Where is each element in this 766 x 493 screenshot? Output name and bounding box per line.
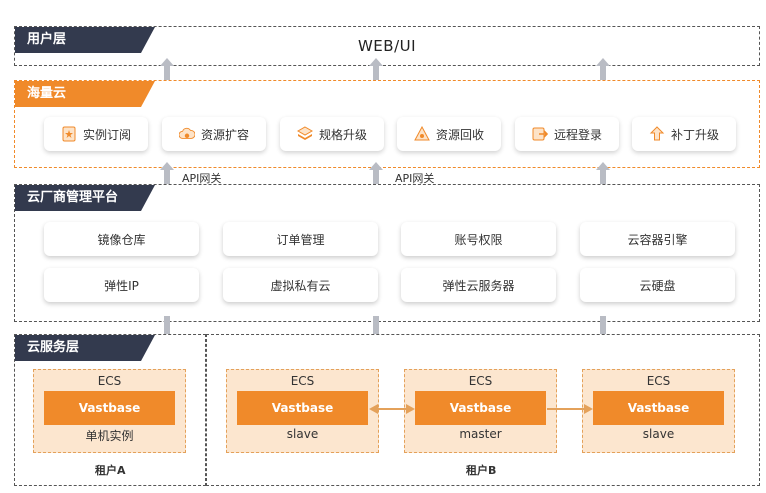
vastbase-instance[interactable]: Vastbase xyxy=(44,391,175,425)
cloud-item-patch-upgrade[interactable]: 补丁升级 xyxy=(632,117,736,151)
instance-role: slave xyxy=(286,427,319,441)
subscription-icon xyxy=(61,126,77,142)
platform-service-ecs[interactable]: 弹性云服务器 xyxy=(401,268,556,302)
ecs-box-tenant-b-master: ECS Vastbase master xyxy=(404,369,557,453)
platform-service-container-engine[interactable]: 云容器引擎 xyxy=(580,222,735,256)
cloud-item-subscription[interactable]: 实例订阅 xyxy=(44,117,148,151)
cloud-item-label: 资源回收 xyxy=(435,127,484,142)
ecs-title: ECS xyxy=(468,374,493,388)
vastbase-instance[interactable]: Vastbase xyxy=(237,391,368,425)
web-ui-label: WEB/UI xyxy=(357,37,417,55)
tenant-b-label: 租户B xyxy=(466,464,497,477)
instance-role: slave xyxy=(642,427,675,441)
cloud-item-label: 资源扩容 xyxy=(200,127,249,142)
user-layer-tag: 用户层 xyxy=(15,27,155,53)
api-gateway-label: API网关 xyxy=(182,172,222,185)
platform-layer-tag: 云厂商管理平台 xyxy=(15,185,155,211)
ecs-title: ECS xyxy=(646,374,671,388)
ecs-box-tenant-b-slave-1: ECS Vastbase slave xyxy=(226,369,379,453)
instance-role: 单机实例 xyxy=(85,429,134,443)
vastbase-instance[interactable]: Vastbase xyxy=(593,391,724,425)
platform-service-image-repo[interactable]: 镜像仓库 xyxy=(44,222,199,256)
cloud-item-label: 远程登录 xyxy=(553,127,602,142)
platform-service-vpc[interactable]: 虚拟私有云 xyxy=(223,268,378,302)
replication-arrow-icon xyxy=(547,404,593,414)
replication-arrow-icon xyxy=(369,404,415,414)
platform-service-account-permission[interactable]: 账号权限 xyxy=(401,222,556,256)
tenant-a-label: 租户A xyxy=(95,464,126,477)
cloud-item-expand[interactable]: 资源扩容 xyxy=(162,117,266,151)
cloud-item-recycle[interactable]: 资源回收 xyxy=(397,117,501,151)
spec-upgrade-icon xyxy=(296,126,313,142)
ecs-box-tenant-b-slave-2: ECS Vastbase slave xyxy=(582,369,735,453)
instance-role: master xyxy=(459,427,502,441)
cloud-layer-tag: 海量云 xyxy=(15,81,155,107)
platform-service-order-mgmt[interactable]: 订单管理 xyxy=(223,222,378,256)
cloud-item-spec-upgrade[interactable]: 规格升级 xyxy=(280,117,384,151)
ecs-title: ECS xyxy=(290,374,315,388)
remote-login-icon xyxy=(532,126,548,142)
recycle-icon xyxy=(414,126,430,142)
cloud-item-label: 补丁升级 xyxy=(670,127,719,142)
cloud-expand-icon xyxy=(178,126,195,142)
cloud-item-label: 实例订阅 xyxy=(82,127,131,142)
ecs-title: ECS xyxy=(97,374,122,388)
platform-service-cloud-disk[interactable]: 云硬盘 xyxy=(580,268,735,302)
vastbase-instance[interactable]: Vastbase xyxy=(415,391,546,425)
service-layer-tag: 云服务层 xyxy=(15,335,155,361)
user-layer: 用户层 WEB/UI xyxy=(14,26,760,66)
api-gateway-label: API网关 xyxy=(395,172,435,185)
ecs-box-tenant-a: ECS Vastbase 单机实例 xyxy=(33,369,186,453)
cloud-item-label: 规格升级 xyxy=(318,127,367,142)
patch-upgrade-icon xyxy=(649,126,665,142)
cloud-item-remote-login[interactable]: 远程登录 xyxy=(515,117,619,151)
platform-service-elastic-ip[interactable]: 弹性IP xyxy=(44,268,199,302)
